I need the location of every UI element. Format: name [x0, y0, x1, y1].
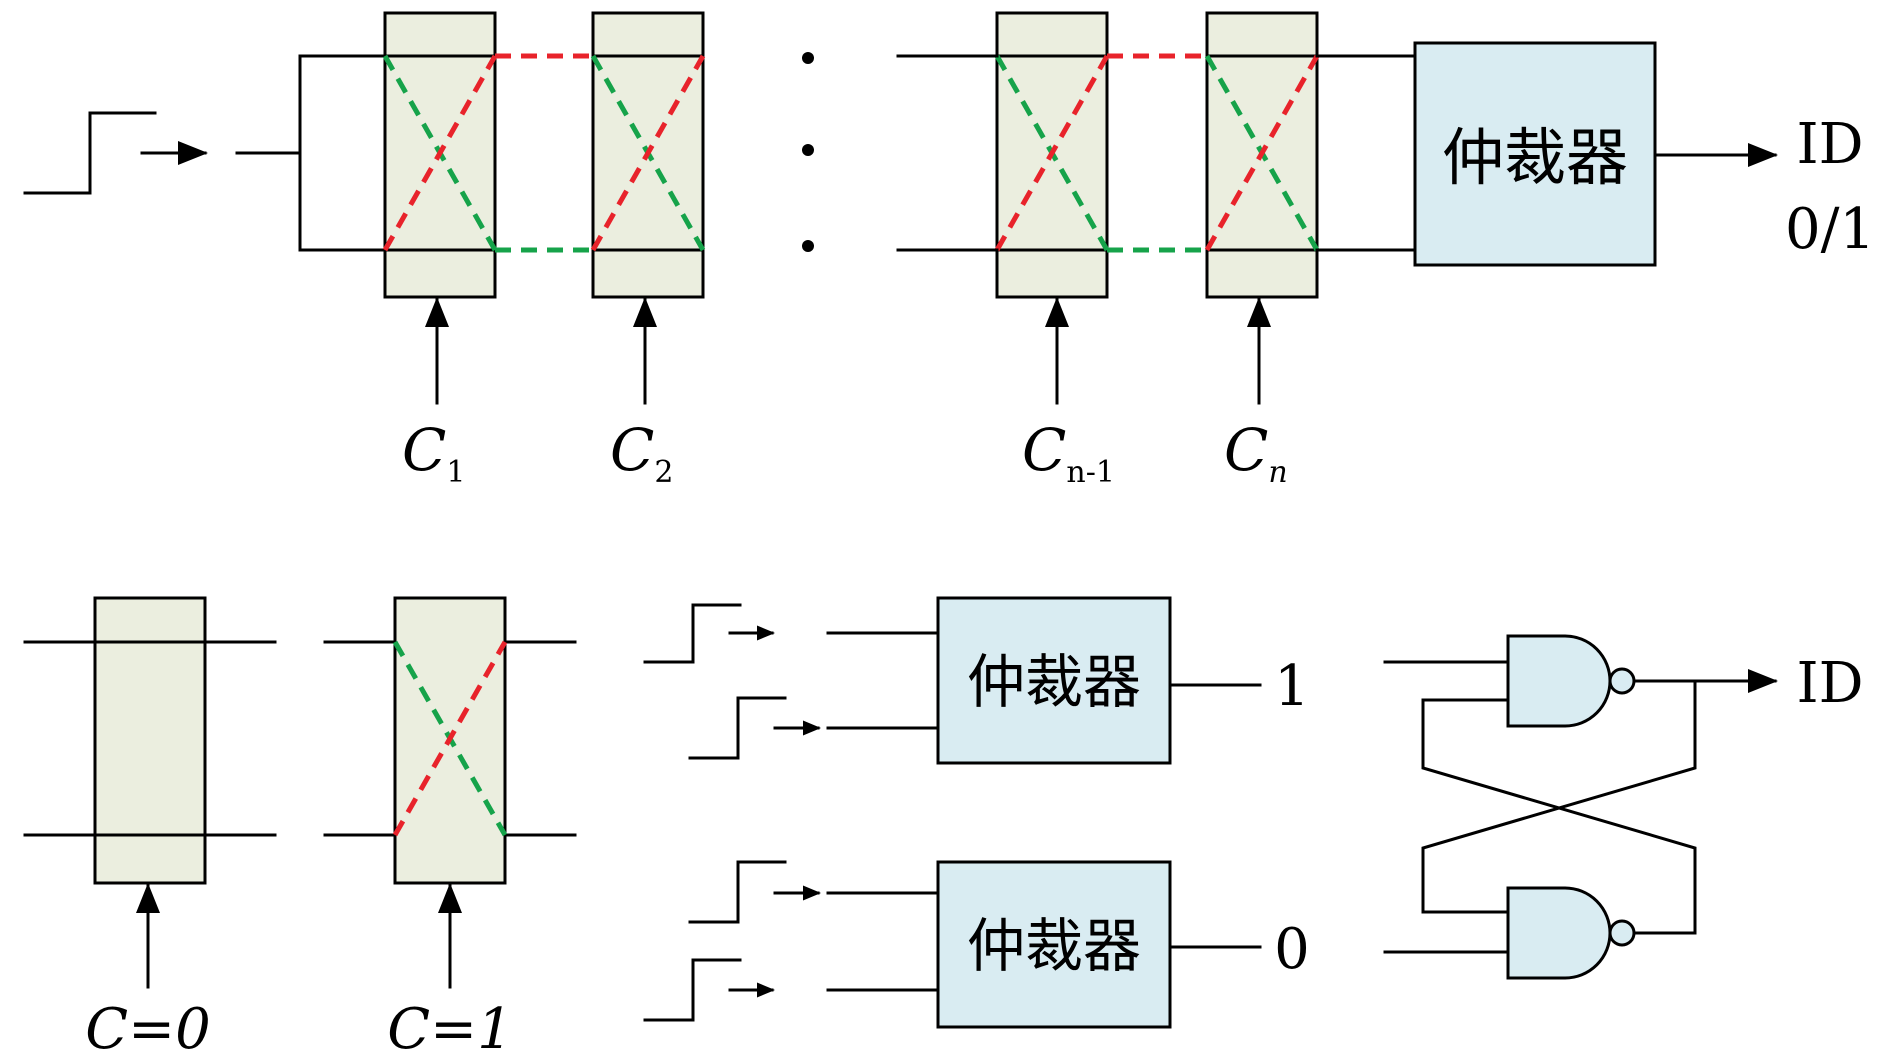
ellipsis-dots — [802, 52, 814, 252]
nand-bubble-bottom — [1608, 919, 1636, 947]
challenge-label-n-1: Cn-1 — [1022, 416, 1115, 490]
switch-c1-label: C=1 — [387, 997, 512, 1058]
top-puf-chain: 仲裁器 ID 0/1 C1 C2 Cn-1 Cn — [23, 11, 1875, 490]
challenge-label-2: C2 — [610, 416, 673, 490]
output-value: 0/1 — [1785, 197, 1875, 262]
arbiter-label: 仲裁器 — [1442, 121, 1628, 194]
output-label: ID — [1796, 112, 1863, 177]
arbiter-example-1-label: 仲裁器 — [967, 648, 1141, 716]
step-input-icon — [643, 958, 742, 1022]
step-input-icon — [643, 603, 742, 664]
nand-gate-top — [1506, 634, 1612, 728]
arbiter-box — [1413, 41, 1657, 267]
arbiter-example-0-box — [936, 860, 1172, 1029]
switch-c1-box — [393, 596, 507, 885]
nand-bubble-top — [1608, 667, 1636, 695]
feedback-wire — [1421, 679, 1697, 914]
arbiter-examples: 仲裁器 1 仲裁器 0 — [643, 596, 1310, 1029]
arbiter-example-0-output: 0 — [1274, 917, 1310, 982]
arbiter-example-1-box — [936, 596, 1172, 765]
sr-latch: ID — [1383, 634, 1864, 980]
challenge-label-n: Cn — [1224, 416, 1288, 490]
step-input-icon — [23, 111, 157, 195]
arbiter-example-0-label: 仲裁器 — [967, 912, 1141, 980]
input-fork — [235, 54, 387, 252]
challenge-label-1: C1 — [402, 416, 465, 490]
step-input-icon — [688, 860, 787, 924]
step-input-icon — [688, 696, 787, 760]
switch-c0-label: C=0 — [85, 997, 210, 1058]
feedback-wire — [1421, 698, 1697, 935]
latch-output-label: ID — [1796, 651, 1863, 716]
switch-examples: C=0 C=1 — [23, 596, 577, 1058]
arbiter-example-1-output: 1 — [1274, 654, 1310, 719]
path-crossings — [382, 53, 1320, 253]
nand-gate-bottom — [1506, 886, 1612, 980]
